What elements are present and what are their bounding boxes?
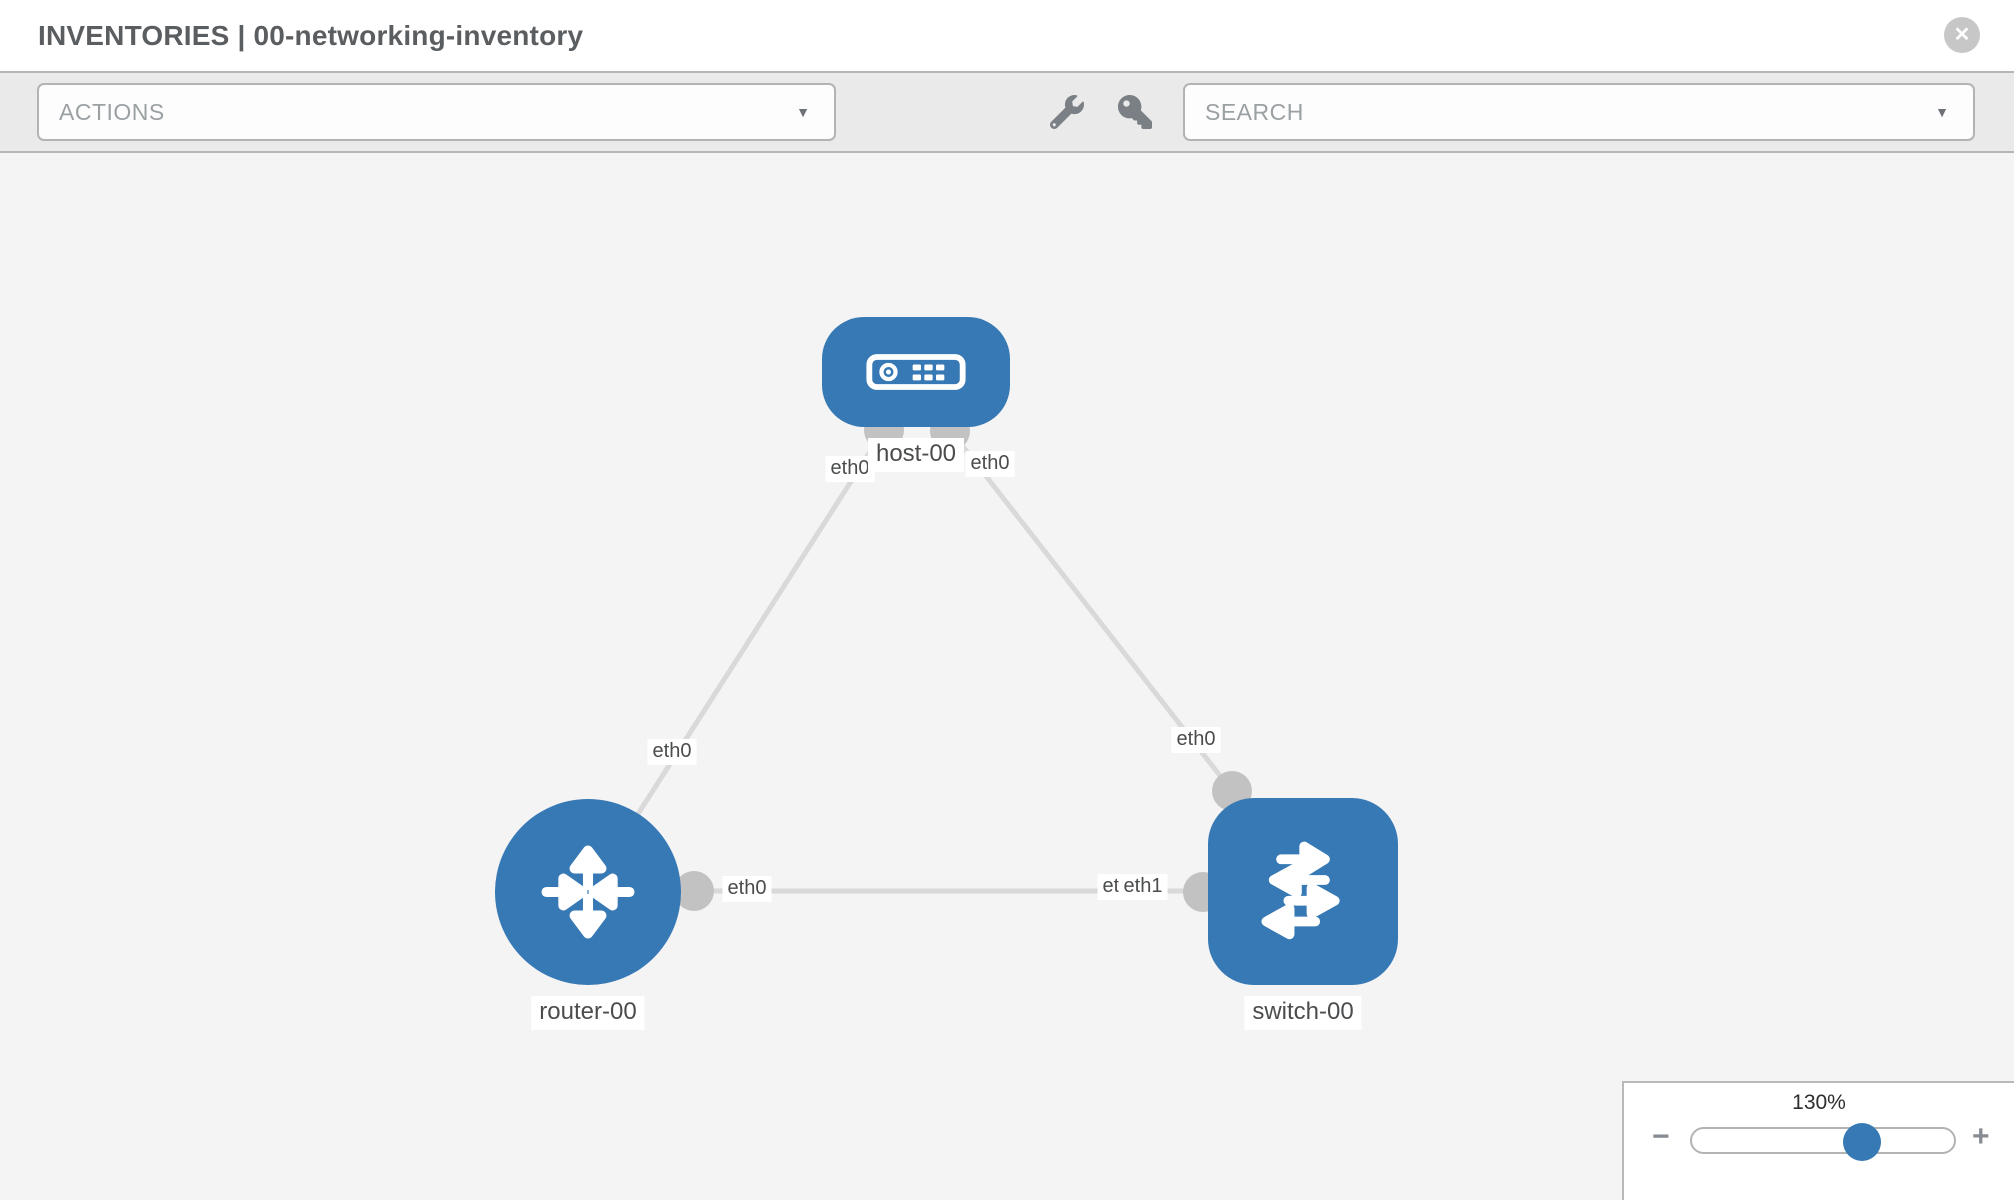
page-title: INVENTORIES | 00-networking-inventory	[38, 20, 584, 51]
zoom-slider-track[interactable]	[1690, 1123, 1956, 1161]
chevron-down-icon: ▼	[1935, 104, 1949, 120]
node-host-00[interactable]	[822, 317, 1010, 427]
interface-connector	[674, 871, 714, 911]
port-label: eth0	[1171, 727, 1221, 753]
search-dropdown[interactable]: SEARCH ▼	[1183, 83, 1975, 141]
zoom-slider-thumb[interactable]	[1843, 1123, 1882, 1161]
port-label: eth1	[1118, 874, 1168, 900]
actions-dropdown-label: ACTIONS	[59, 99, 165, 125]
port-label: eth0	[965, 451, 1015, 477]
node-router-00[interactable]	[495, 799, 681, 985]
toolbar: ACTIONS ▼ SEARCH ▼	[0, 71, 2014, 153]
zoom-level-readout: 130%	[1792, 1091, 1846, 1114]
chevron-down-icon: ▼	[796, 104, 810, 120]
host-icon	[866, 354, 966, 390]
node-label-switch-00: switch-00	[1244, 995, 1362, 1030]
router-icon	[541, 845, 635, 939]
search-dropdown-label: SEARCH	[1205, 99, 1304, 125]
close-icon[interactable]: ✕	[1944, 17, 1980, 53]
node-label-host-00: host-00	[867, 438, 965, 472]
node-label-router-00: router-00	[531, 996, 645, 1030]
actions-dropdown[interactable]: ACTIONS ▼	[37, 83, 836, 141]
zoom-in-button[interactable]: +	[1972, 1120, 1990, 1153]
port-label: eth0	[647, 739, 697, 765]
wrench-icon[interactable]	[1049, 95, 1084, 130]
port-label: eth0	[722, 876, 772, 902]
header-bar: INVENTORIES | 00-networking-inventory ✕	[0, 0, 2014, 71]
node-switch-00[interactable]	[1208, 797, 1398, 985]
switch-icon	[1261, 841, 1340, 940]
port-label: eth0	[825, 456, 875, 482]
key-icon[interactable]	[1118, 95, 1152, 129]
zoom-out-button[interactable]: −	[1652, 1120, 1670, 1153]
zoom-panel: 130% − +	[1622, 1081, 2014, 1200]
